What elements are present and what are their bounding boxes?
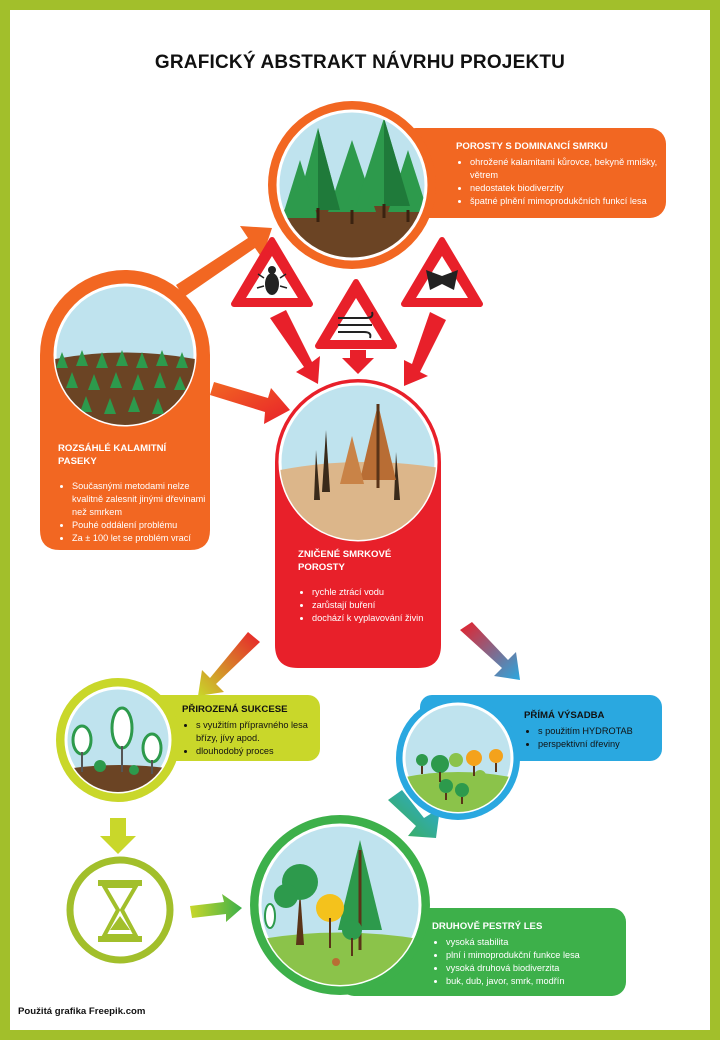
- mixed-forest-illustration: [250, 815, 430, 995]
- clearings-illustration: [53, 283, 197, 427]
- succession-heading: PŘIROZENÁ SUKCESE: [182, 704, 288, 715]
- hourglass-icon: [66, 856, 174, 964]
- arrow-spruce-to-destroyed-left: [270, 310, 320, 384]
- destroyed-item: dochází k vyplavování živin: [312, 612, 438, 625]
- clearings-item: Za ± 100 let se problém vrací: [72, 532, 206, 545]
- spruce-info-box: POROSTY S DOMINANCÍ SMRKU ohrožené kalam…: [456, 140, 662, 208]
- planting-heading: PŘÍMÁ VÝSADBA: [524, 710, 605, 721]
- spruce-heading: POROSTY S DOMINANCÍ SMRKU: [456, 141, 608, 152]
- succession-item: s využitím přípravného lesa břízy, jívy …: [196, 719, 318, 745]
- mixed-item: vysoká druhová biodiverzita: [446, 962, 622, 975]
- mixed-info-box: DRUHOVĚ PESTRÝ LES vysoká stabilita plní…: [432, 920, 622, 988]
- destroyed-heading: ZNIČENÉ SMRKOVÉ POROSTY: [298, 549, 392, 573]
- destroyed-item: zarůstají buření: [312, 599, 438, 612]
- succession-item: dlouhodobý proces: [196, 745, 318, 758]
- succession-illustration: [56, 678, 180, 802]
- spruce-item: nedostatek biodiverzity: [470, 182, 662, 195]
- clearings-item: Pouhé oddálení problému: [72, 519, 206, 532]
- destroyed-forest-illustration: [278, 382, 438, 542]
- arrow-spruce-to-destroyed-right: [404, 312, 446, 386]
- clearings-heading: ROZSÁHLÉ KALAMITNÍ PASEKY: [58, 443, 167, 467]
- spruce-forest-illustration: [268, 101, 436, 269]
- destroyed-info-box: ZNIČENÉ SMRKOVÉ POROSTY rychle ztrácí vo…: [298, 548, 438, 625]
- planting-info-box: PŘÍMÁ VÝSADBA s použitím HYDROTAB perspe…: [524, 709, 660, 751]
- mixed-item: plní i mimoprodukční funkce lesa: [446, 949, 622, 962]
- arrow-spruce-to-destroyed-center: [342, 350, 374, 374]
- arrow-destroyed-to-succession: [198, 632, 260, 696]
- arrow-clearings-to-spruce: [176, 226, 272, 297]
- arrow-succession-to-hourglass: [100, 818, 136, 854]
- arrow-clearings-to-destroyed: [210, 382, 290, 424]
- mixed-heading: DRUHOVĚ PESTRÝ LES: [432, 921, 543, 932]
- arrow-hourglass-to-mixed: [190, 894, 242, 922]
- wind-warning-icon: [315, 279, 397, 349]
- planting-item: perspektivní dřeviny: [538, 738, 660, 751]
- spruce-box-bg: [400, 128, 666, 218]
- mixed-item: vysoká stabilita: [446, 936, 622, 949]
- planting-illustration: [396, 696, 520, 820]
- page-title: GRAFICKÝ ABSTRAKT NÁVRHU PROJEKTU: [154, 52, 566, 73]
- planting-item: s použitím HYDROTAB: [538, 725, 660, 738]
- image-credit: Použitá grafika Freepik.com: [18, 1006, 146, 1017]
- destroyed-item: rychle ztrácí vodu: [312, 586, 438, 599]
- clearings-info-box: ROZSÁHLÉ KALAMITNÍ PASEKY Současnými met…: [58, 442, 206, 545]
- bark-beetle-warning-icon: [231, 237, 313, 307]
- clearings-item: Současnými metodami nelze kvalitně zales…: [72, 480, 206, 519]
- arrow-planting-to-mixed: [388, 790, 440, 838]
- mixed-item: buk, dub, javor, smrk, modřín: [446, 975, 622, 988]
- spruce-item: špatné plnění mimoprodukčních funkcí les…: [470, 195, 662, 208]
- succession-info-box: PŘIROZENÁ SUKCESE s využitím přípravného…: [182, 703, 318, 758]
- arrow-destroyed-to-planting: [460, 622, 520, 680]
- spruce-item: ohrožené kalamitami kůrovce, bekyně mniš…: [470, 156, 662, 182]
- moth-warning-icon: [401, 237, 483, 307]
